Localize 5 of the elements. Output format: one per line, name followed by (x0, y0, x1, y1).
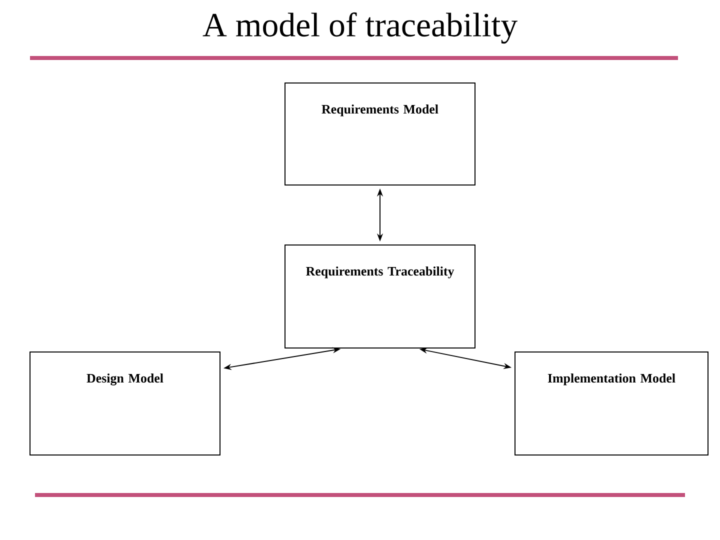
process-box: Requirements Traceability (284, 244, 476, 348)
process-box: Implementation Model (514, 352, 708, 456)
process-box: Requirements Model (284, 82, 476, 186)
process-box: Design Model (30, 352, 220, 456)
title: A model of traceability (202, 12, 518, 44)
